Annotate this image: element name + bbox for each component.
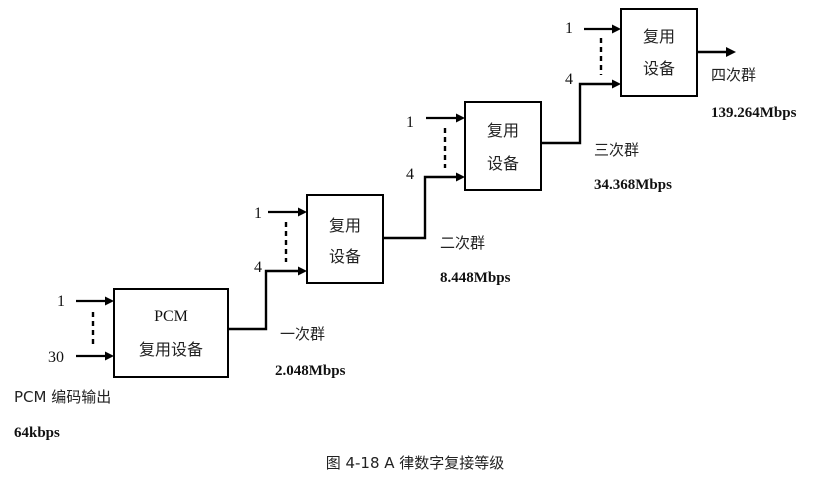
level1-to-second-link	[228, 269, 301, 331]
output-rate-level4: 139.264Mbps	[711, 105, 797, 121]
second-input-last-label: 4	[254, 259, 262, 276]
stage-third: 复用 设备 1 4 三次群 34.368Mbps	[383, 101, 672, 240]
output-rate-level3: 34.368Mbps	[594, 177, 672, 193]
fourth-input-arrow-1	[612, 24, 621, 34]
second-input-first-label: 1	[254, 205, 262, 222]
second-multiplexer-box	[306, 194, 384, 284]
output-rate-level2: 8.448Mbps	[440, 270, 511, 286]
third-input-first-label: 1	[406, 114, 414, 131]
second-box-label-line2: 设备	[329, 247, 361, 266]
output-name-level1: 一次群	[280, 325, 325, 343]
level3-to-fourth-link	[541, 82, 615, 145]
pcm-box-label-line2: 复用设备	[139, 340, 203, 359]
fourth-input-last-label: 4	[565, 71, 573, 88]
pcm-input-last-label: 30	[48, 349, 64, 366]
fourth-box-label-line2: 设备	[643, 59, 675, 78]
pcm-box-label-line1: PCM	[154, 308, 188, 325]
fourth-output-arrow	[726, 47, 736, 57]
stage-pcm: PCM 复用设备 1 30 PCM 编码输出 64kbps 一次群 2.048M…	[14, 288, 346, 441]
pcm-input-first-label: 1	[57, 293, 65, 310]
third-multiplexer-box	[464, 101, 542, 191]
fourth-input-first-label: 1	[565, 20, 573, 37]
pcm-input-arrow-30	[105, 351, 114, 361]
stage-fourth: 复用 设备 1 4 四次群 139.264Mbps	[541, 8, 797, 145]
third-box-label-line1: 复用	[487, 121, 519, 140]
fourth-box-label-line1: 复用	[643, 27, 675, 46]
output-name-level3: 三次群	[594, 141, 639, 159]
fourth-multiplexer-box	[620, 8, 698, 97]
pcm-input-arrow-1	[105, 296, 114, 306]
source-rate: 64kbps	[14, 425, 60, 441]
third-input-last-label: 4	[406, 166, 414, 183]
source-label: PCM 编码输出	[14, 388, 111, 406]
second-input-arrow-1	[298, 207, 307, 217]
second-input-arrow-4	[298, 266, 307, 276]
output-name-level4: 四次群	[711, 66, 756, 84]
output-name-level2: 二次群	[440, 234, 485, 252]
fourth-input-arrow-4	[612, 79, 621, 89]
third-box-label-line2: 设备	[487, 154, 519, 173]
third-input-arrow-4	[456, 172, 465, 182]
level2-to-third-link	[383, 175, 459, 240]
figure-caption: 图 4-18 A 律数字复接等级	[326, 454, 505, 472]
output-rate-level1: 2.048Mbps	[275, 363, 346, 379]
pcm-multiplexer-box	[113, 288, 229, 378]
second-box-label-line1: 复用	[329, 216, 361, 235]
third-input-arrow-1	[456, 113, 465, 123]
stage-second: 复用 设备 1 4 二次群 8.448Mbps	[228, 194, 511, 331]
